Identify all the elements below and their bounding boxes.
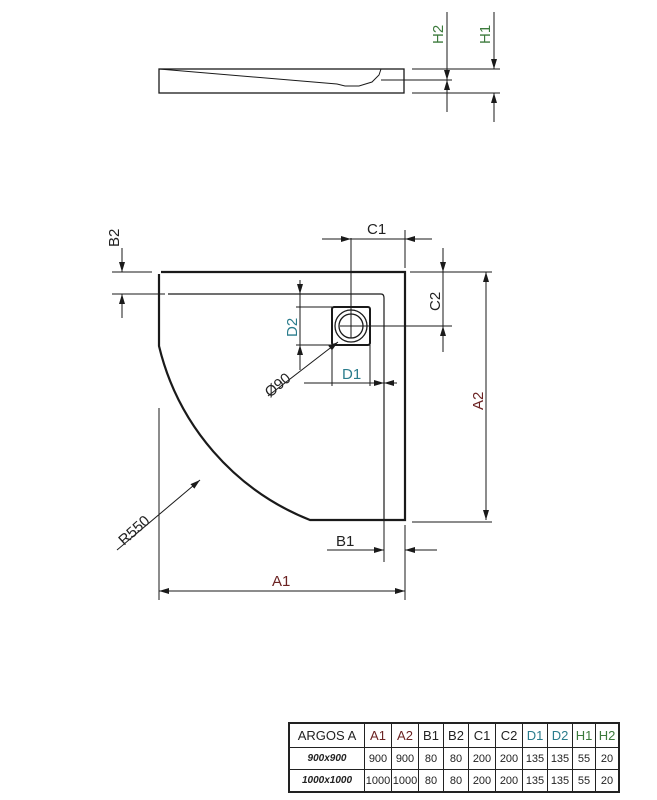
value-cell: 20 [595,747,620,770]
dimensions-table: ARGOS A A1 A2 B1 B2 C1 C2 D1 D2 H1 H2 90… [288,722,620,793]
value-cell: 900 [391,747,419,770]
model-name: ARGOS A [288,722,365,748]
d1-label: D1 [342,366,361,383]
side-view [158,12,500,122]
d2-label: D2 [284,318,301,337]
value-cell: 135 [522,747,548,770]
col-h1: H1 [572,722,596,748]
col-d1: D1 [522,722,548,748]
size-cell: 900x900 [288,747,365,770]
value-cell: 200 [468,747,496,770]
b2-label: B2 [106,229,123,247]
value-cell: 200 [495,769,523,793]
table-header-row: ARGOS A A1 A2 B1 B2 C1 C2 D1 D2 H1 H2 [288,722,620,748]
value-cell: 20 [595,769,620,793]
a2-label: A2 [470,392,487,410]
value-cell: 80 [418,747,444,770]
value-cell: 55 [572,747,596,770]
a1-label: A1 [272,573,290,590]
value-cell: 135 [547,769,573,793]
r550-label: R550 [115,512,153,549]
col-h2: H2 [595,722,620,748]
col-a1: A1 [364,722,392,748]
col-b1: B1 [418,722,444,748]
size-cell: 1000x1000 [288,769,365,793]
value-cell: 80 [443,769,469,793]
col-a2: A2 [391,722,419,748]
c2-label: C2 [427,292,444,311]
h1-label: H1 [477,25,494,44]
value-cell: 1000 [364,769,392,793]
h2-label: H2 [430,25,447,44]
value-cell: 80 [443,747,469,770]
c1-label: C1 [367,221,386,238]
value-cell: 80 [418,769,444,793]
phi90-label: Ø90 [262,370,295,401]
value-cell: 200 [495,747,523,770]
table-row: 900x900 900 900 80 80 200 200 135 135 55… [288,747,620,770]
value-cell: 135 [522,769,548,793]
value-cell: 1000 [391,769,419,793]
value-cell: 200 [468,769,496,793]
col-d2: D2 [547,722,573,748]
b1-label: B1 [336,533,354,550]
value-cell: 900 [364,747,392,770]
col-c2: C2 [495,722,523,748]
table-row: 1000x1000 1000 1000 80 80 200 200 135 13… [288,769,620,793]
top-view [112,230,492,600]
value-cell: 55 [572,769,596,793]
col-c1: C1 [468,722,496,748]
col-b2: B2 [443,722,469,748]
value-cell: 135 [547,747,573,770]
